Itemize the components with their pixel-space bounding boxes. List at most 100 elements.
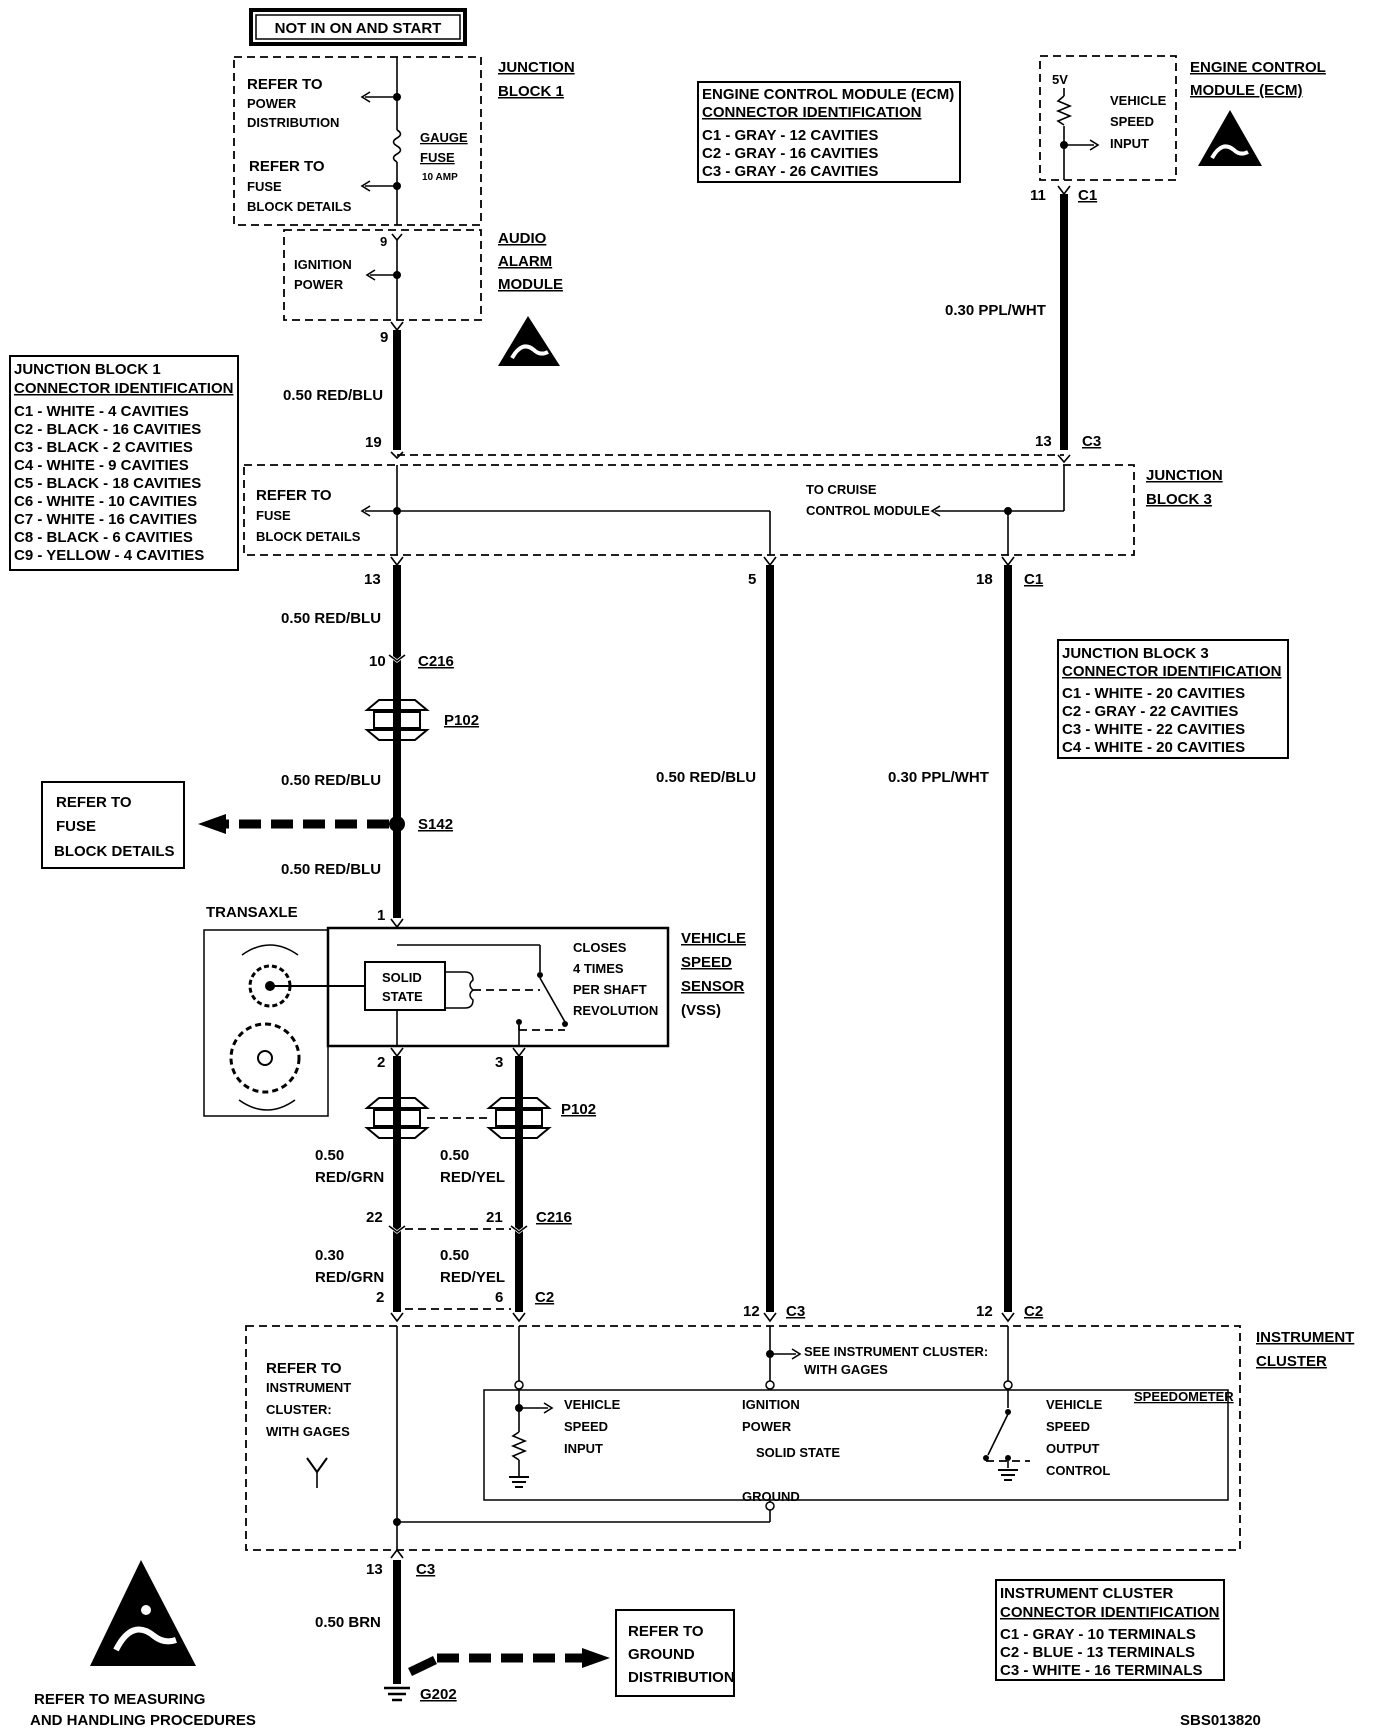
wire-label: RED/YEL [440, 1169, 505, 1186]
grommet-p102b-icon [364, 1097, 552, 1139]
pin-label: 9 [380, 329, 388, 346]
ecm-5v: 5V [1052, 72, 1068, 87]
jb1-title-1: JUNCTION [498, 59, 575, 76]
transaxle-vss: TRANSAXLE SOLID STATE CLOSES 4 TIMES PER… [203, 904, 746, 1117]
vss-title-1: VEHICLE [681, 930, 746, 947]
vss-title-3: SENSOR [681, 978, 745, 995]
jb3-id-row: C2 - GRAY - 22 CAVITIES [1062, 703, 1238, 720]
vsi-b: SPEED [564, 1419, 608, 1434]
instrument-cluster-box: INSTRUMENT CLUSTER REFER TO INSTRUMENT C… [245, 1325, 1354, 1551]
esd-text-b: AND HANDLING PROCEDURES [30, 1712, 256, 1729]
vss-title-4: (VSS) [681, 1002, 721, 1019]
gauge-fuse-symbol [392, 129, 402, 163]
ic-id-row: C2 - BLUE - 13 TERMINALS [1000, 1644, 1195, 1661]
ground-icon [384, 1686, 410, 1702]
pin-label: 12 [976, 1303, 993, 1320]
wire-label: RED/GRN [315, 1269, 384, 1286]
esd-warning-icon [498, 316, 560, 366]
wire-label: 0.50 [440, 1247, 469, 1264]
pin-label: 1 [377, 907, 385, 924]
wire-label: 0.30 PPL/WHT [888, 769, 989, 786]
jb3-connector-id-table: JUNCTION BLOCK 3 CONNECTOR IDENTIFICATIO… [1057, 639, 1289, 759]
jb1-refer2-a: REFER TO [249, 158, 325, 175]
gauge-fuse-label-c: 10 AMP [422, 172, 458, 183]
jb1-id-row: C8 - BLACK - 6 CAVITIES [14, 529, 193, 546]
refer-fuse-box: REFER TO FUSE BLOCK DETAILS [41, 781, 185, 869]
ic-title-1: INSTRUMENT [1256, 1329, 1354, 1346]
esd-text-a: REFER TO MEASURING [34, 1691, 205, 1708]
alarm-title-3: MODULE [498, 276, 563, 293]
ecm-id-row: C2 - GRAY - 16 CAVITIES [702, 145, 878, 162]
vso-b: SPEED [1046, 1419, 1090, 1434]
alarm-title-1: AUDIO [498, 230, 547, 247]
closes-a: CLOSES [573, 940, 627, 955]
resistor-icon [510, 1431, 528, 1461]
pin-label: 5 [748, 571, 756, 588]
vso-c: OUTPUT [1046, 1441, 1100, 1456]
ecm-id-title-1: ENGINE CONTROL MODULE (ECM) [702, 86, 954, 103]
audio-alarm-module-box: 9 IGNITION POWER AUDIO ALARM MODULE [283, 229, 563, 366]
jb1-id-row: C1 - WHITE - 4 CAVITIES [14, 403, 189, 420]
vsi-c: INPUT [564, 1441, 603, 1456]
junction-block-1-box: REFER TO POWER DISTRIBUTION REFER TO FUS… [233, 56, 575, 226]
ic-refer-d: WITH GAGES [266, 1424, 350, 1439]
alarm-title-2: ALARM [498, 253, 552, 270]
wire-brn-ground: 13 C3 0.50 BRN G202 [315, 1548, 610, 1703]
wire-label: 0.30 PPL/WHT [945, 302, 1046, 319]
esd-warning-icon [1198, 110, 1262, 166]
header-condition-box: NOT IN ON AND START [249, 8, 467, 46]
pin-label: 22 [366, 1209, 383, 1226]
switch-contact [539, 977, 566, 1023]
jb1-id-row: C5 - BLACK - 18 CAVITIES [14, 475, 201, 492]
alarm-ign-a: IGNITION [294, 257, 352, 272]
jb1-id-title-2: CONNECTOR IDENTIFICATION [14, 380, 233, 397]
ic-solid-state: SOLID STATE [756, 1445, 840, 1460]
splice-s142 [389, 816, 405, 832]
refer-fuse-c: BLOCK DETAILS [54, 843, 175, 860]
pin-label: 2 [377, 1054, 385, 1071]
jb1-id-title-1: JUNCTION BLOCK 1 [14, 361, 161, 378]
junction-block-3-box: REFER TO FUSE BLOCK DETAILS TO CRUISE CO… [243, 464, 1223, 556]
vso-a: VEHICLE [1046, 1397, 1103, 1412]
ic-refer-b: INSTRUMENT [266, 1380, 351, 1395]
ecm-input-c: INPUT [1110, 136, 1149, 151]
speedometer-box [483, 1389, 1229, 1501]
jb3-id-row: C1 - WHITE - 20 CAVITIES [1062, 685, 1245, 702]
connector-label: C3 [786, 1303, 805, 1320]
gauge-fuse-label-a: GAUGE [420, 130, 468, 145]
ic-id-row: C1 - GRAY - 10 TERMINALS [1000, 1626, 1196, 1643]
alarm-ign-b: POWER [294, 277, 344, 292]
wire-label: 0.50 RED/BLU [281, 861, 381, 878]
jb1-id-row: C6 - WHITE - 10 CAVITIES [14, 493, 197, 510]
connector-label: C2 [535, 1289, 554, 1306]
refer-ground-a: REFER TO [628, 1623, 704, 1640]
wire-label: RED/GRN [315, 1169, 384, 1186]
closes-c: PER SHAFT [573, 982, 647, 997]
pin-label: 12 [743, 1303, 760, 1320]
jb1-refer2-b: FUSE [247, 179, 282, 194]
ic-refer-a: REFER TO [266, 1360, 342, 1377]
ic-title-2: CLUSTER [1256, 1353, 1327, 1370]
speedometer-label: SPEEDOMETER [1134, 1389, 1234, 1404]
ground-icon [998, 1469, 1018, 1481]
pin-label: 19 [365, 434, 382, 451]
connector-label: C216 [418, 653, 454, 670]
connector-label: P102 [561, 1101, 596, 1118]
connector-label: C216 [536, 1209, 572, 1226]
jb3-id-title-2: CONNECTOR IDENTIFICATION [1062, 663, 1281, 680]
ecm-input-a: VEHICLE [1110, 93, 1167, 108]
grommet-p102-icon [364, 699, 430, 741]
ecm-id-row: C3 - GRAY - 26 CAVITIES [702, 163, 878, 180]
connector-label: P102 [444, 712, 479, 729]
ic-ign-b: POWER [742, 1419, 792, 1434]
refer-fuse-a: REFER TO [56, 794, 132, 811]
ic-connector-id-table: INSTRUMENT CLUSTER CONNECTOR IDENTIFICAT… [995, 1579, 1225, 1681]
jb1-id-row: C3 - BLACK - 2 CAVITIES [14, 439, 193, 456]
closes-b: 4 TIMES [573, 961, 624, 976]
alarm-pin-9: 9 [380, 234, 387, 249]
jb1-id-row: C2 - BLACK - 16 CAVITIES [14, 421, 201, 438]
ic-ign-a: IGNITION [742, 1397, 800, 1412]
jb1-refer1-a: REFER TO [247, 76, 323, 93]
pin-label: 2 [376, 1289, 384, 1306]
